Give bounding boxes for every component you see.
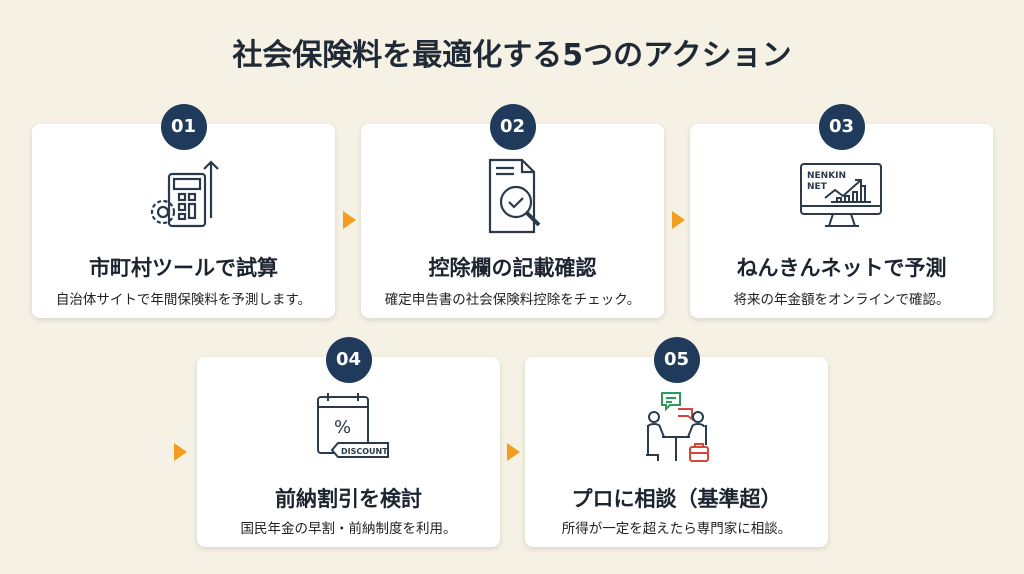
- step-card-5: 05 プロに相談（基準超） 所得が一定を超えたら専門家に相談。: [525, 337, 828, 547]
- step-description: 将来の年金額をオンラインで確認。: [733, 292, 950, 308]
- step-card-4: 04 % DISCOUNT 前納割引を検討 国民年金の早割・前納制度を利用。: [197, 337, 500, 547]
- step-number-badge: 02: [489, 104, 536, 150]
- monitor-label: NENKIN: [807, 171, 846, 181]
- document-magnifier-check-icon: [488, 158, 540, 234]
- step-number-badge: 04: [325, 337, 372, 383]
- calculator-gear-arrow-icon: [150, 160, 219, 228]
- flow-arrow-icon: [672, 211, 685, 229]
- step-card-1: 01 市町村ツールで試算 自治体サイトで年間保険料を予測します。: [32, 104, 335, 318]
- flow-arrow-icon: [343, 211, 356, 229]
- step-description: 自治体サイトで年間保険料を予測します。: [55, 292, 312, 308]
- monitor-label: NET: [807, 182, 828, 192]
- step-title: 控除欄の記載確認: [428, 256, 597, 280]
- svg-text:%: %: [334, 417, 351, 438]
- step-title: ねんきんネットで予測: [736, 256, 947, 280]
- consultation-icon: [645, 392, 709, 462]
- flow-arrow-icon: [507, 443, 520, 461]
- step-number-badge: 05: [653, 337, 700, 383]
- step-number-badge: 01: [160, 104, 207, 150]
- flow-arrow-icon: [174, 443, 187, 461]
- step-description: 所得が一定を超えたら専門家に相談。: [561, 521, 792, 537]
- step-description: 国民年金の早割・前納制度を利用。: [240, 521, 457, 537]
- calendar-discount-icon: % DISCOUNT: [316, 393, 389, 458]
- discount-tag-label: DISCOUNT: [341, 447, 388, 456]
- step-number-badge: 03: [818, 104, 865, 150]
- page-title: 社会保険料を最適化する5つのアクション: [232, 38, 792, 73]
- step-card-2: 02 控除欄の記載確認 確定申告書の社会保険料控除をチェック。: [361, 104, 664, 318]
- step-title: プロに相談（基準超）: [571, 487, 782, 511]
- step-card-3: 03 NENKIN NET ねんきんネットで予測 将来の年金額をオンラインで確認…: [690, 104, 993, 318]
- step-title: 前納割引を検討: [275, 487, 422, 511]
- monitor-chart-icon: NENKIN NET: [799, 163, 882, 227]
- step-description: 確定申告書の社会保険料控除をチェック。: [384, 292, 641, 308]
- step-title: 市町村ツールで試算: [89, 256, 278, 280]
